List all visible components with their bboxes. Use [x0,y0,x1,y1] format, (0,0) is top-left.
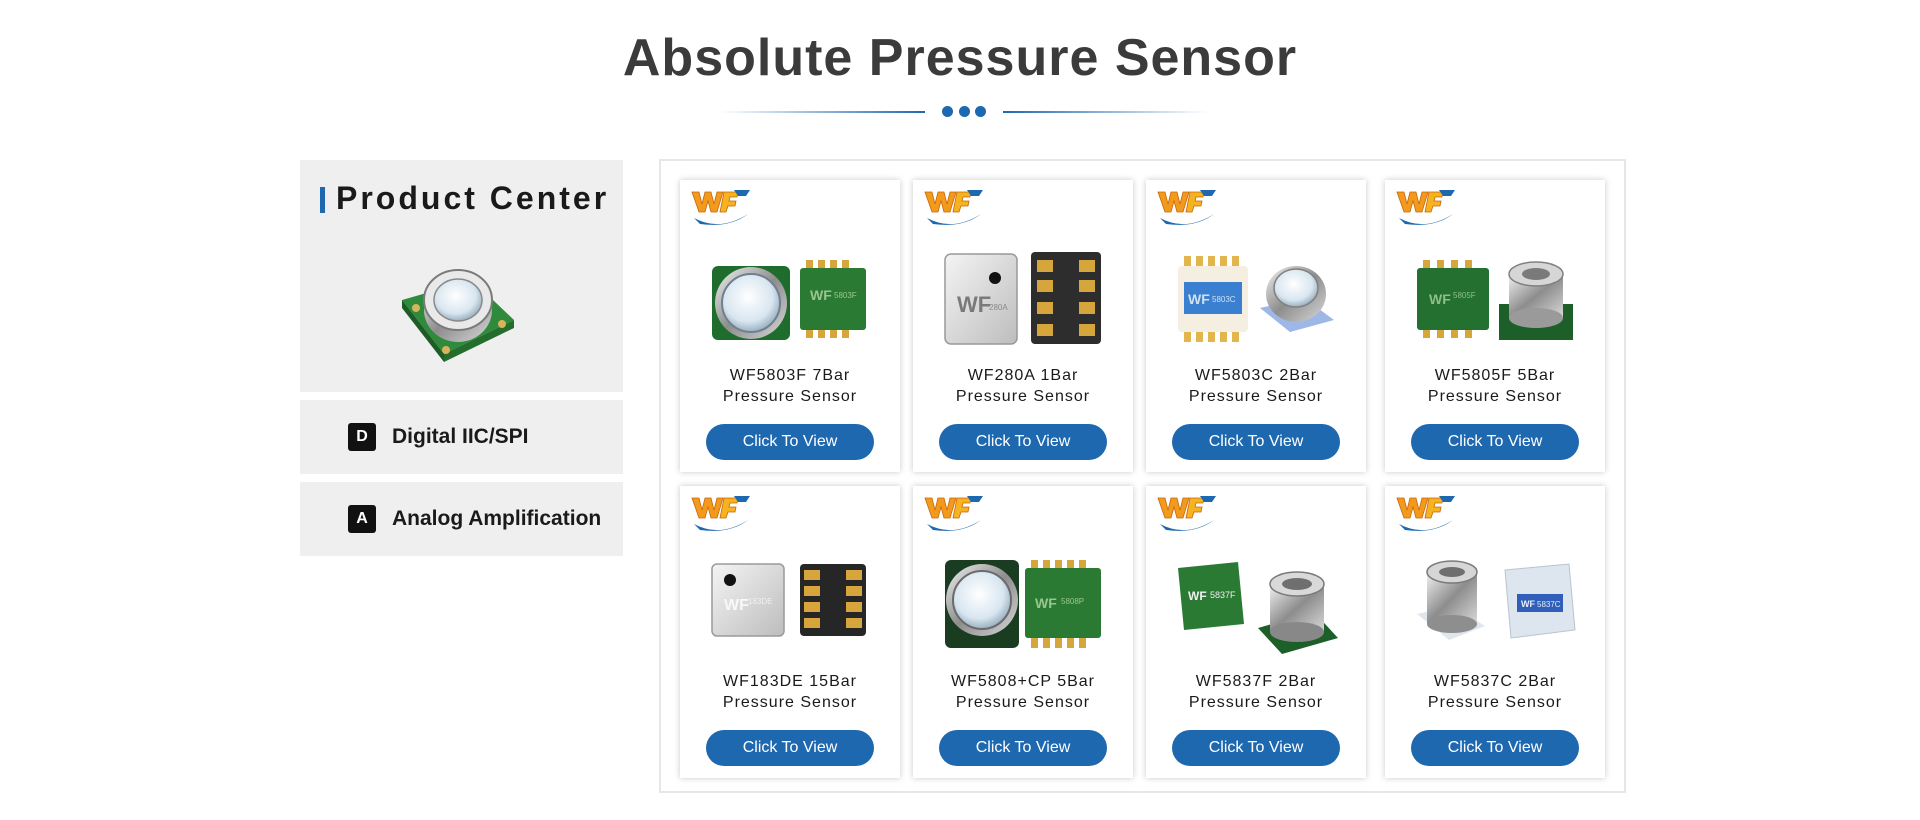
svg-text:5803C: 5803C [1212,295,1236,304]
divider-dots [942,106,986,118]
wf-brand-logo [1396,189,1456,226]
wf-brand-logo [691,189,751,226]
product-grid: WF 5803F WF5803F 7Bar Pressure Sensor Cl… [659,159,1626,793]
sidebar-item-label: Digital IIC/SPI [392,425,529,448]
product-card[interactable]: WF 5808P WF5808+CP 5Bar Pressure Sensor … [913,486,1133,778]
click-to-view-button[interactable]: Click To View [939,424,1107,460]
product-name: WF5803F 7Bar Pressure Sensor [722,367,858,405]
click-to-view-button[interactable]: Click To View [1172,424,1340,460]
wf-brand-logo [691,495,751,532]
click-to-view-button[interactable]: Click To View [1411,424,1579,460]
sidebar-item-analog-amplification[interactable]: A Analog Amplification [300,482,623,556]
wf-brand-logo [924,495,984,532]
svg-text:5803F: 5803F [834,291,857,300]
click-to-view-button[interactable]: Click To View [1411,730,1579,766]
svg-text:WF: WF [1035,595,1057,611]
wf-brand-logo [924,189,984,226]
product-name: WF280A 1Bar Pressure Sensor [955,367,1091,405]
product-card[interactable]: WF 5805F WF5805F 5Bar Pressure Sensor Cl… [1385,180,1605,472]
product-card[interactable]: WF 5803C WF5803C 2Bar Pressure Sensor Cl… [1146,180,1366,472]
svg-text:280A: 280A [989,303,1008,312]
svg-text:WF: WF [810,287,832,303]
product-center-card: Product Center [300,160,623,392]
product-image-wf5805f: WF 5805F [1417,260,1573,340]
product-card[interactable]: WF 5837C WF5837C 2Bar Pressure Sensor Cl… [1385,486,1605,778]
page-title: Absolute Pressure Sensor [622,29,1298,87]
svg-text:5837C: 5837C [1537,600,1561,609]
product-card[interactable]: WF 5803F WF5803F 7Bar Pressure Sensor Cl… [680,180,900,472]
sensor-photo-icon [402,269,514,362]
product-image-wf5803c: WF 5803C [1178,256,1334,342]
wf-brand-logo [1157,495,1217,532]
click-to-view-button[interactable]: Click To View [706,730,874,766]
product-image-wf5808-cp: WF 5808P [945,560,1101,648]
product-image-wf5837f: WF 5837F [1178,562,1338,654]
product-image-wf5803f: WF 5803F [712,260,866,340]
svg-text:183DE: 183DE [748,597,772,606]
wf-brand-logo [1157,189,1217,226]
svg-text:WF: WF [1429,291,1451,307]
sidebar-item-digital-iic-spi[interactable]: D Digital IIC/SPI [300,400,623,474]
sidebar-item-label: Analog Amplification [392,507,602,530]
svg-text:WF: WF [1188,589,1207,603]
heading-accent-bar [320,187,325,213]
product-image-wf183de: WF 183DE [711,563,866,637]
svg-text:WF: WF [1188,291,1210,307]
product-name: WF183DE 15Bar Pressure Sensor [722,673,858,711]
product-image-wf5837c: WF 5837C [1417,560,1576,640]
svg-text:WF: WF [724,597,749,614]
product-name: WF5808+CP 5Bar Pressure Sensor [951,673,1095,711]
click-to-view-button[interactable]: Click To View [939,730,1107,766]
svg-text:WF: WF [957,292,991,317]
title-divider [720,104,1208,120]
analog-badge-icon: A [348,505,376,533]
click-to-view-button[interactable]: Click To View [1172,730,1340,766]
product-image-wf280a: WF 280A [944,252,1101,345]
product-card[interactable]: WF 183DE WF183DE 15Bar Pressure Sensor C… [680,486,900,778]
product-center-heading: Product Center [336,180,610,216]
svg-text:WF: WF [1521,599,1535,609]
product-card[interactable]: WF 280A WF280A 1Bar Pressure Sensor Clic… [913,180,1133,472]
svg-text:5837F: 5837F [1210,590,1236,600]
wf-brand-logo [1396,495,1456,532]
product-name: WF5837C 2Bar Pressure Sensor [1427,673,1563,711]
digital-badge-icon: D [348,423,376,451]
product-name: WF5803C 2Bar Pressure Sensor [1188,367,1324,405]
sidebar: Product Center D Digital IIC/SPI A Analo… [300,160,623,556]
product-card[interactable]: WF 5837F WF5837F 2Bar Pressure Sensor Cl… [1146,486,1366,778]
click-to-view-button[interactable]: Click To View [706,424,874,460]
svg-text:5805F: 5805F [1453,291,1476,300]
svg-text:5808P: 5808P [1061,597,1084,606]
product-name: WF5837F 2Bar Pressure Sensor [1188,673,1324,711]
product-name: WF5805F 5Bar Pressure Sensor [1427,367,1563,405]
